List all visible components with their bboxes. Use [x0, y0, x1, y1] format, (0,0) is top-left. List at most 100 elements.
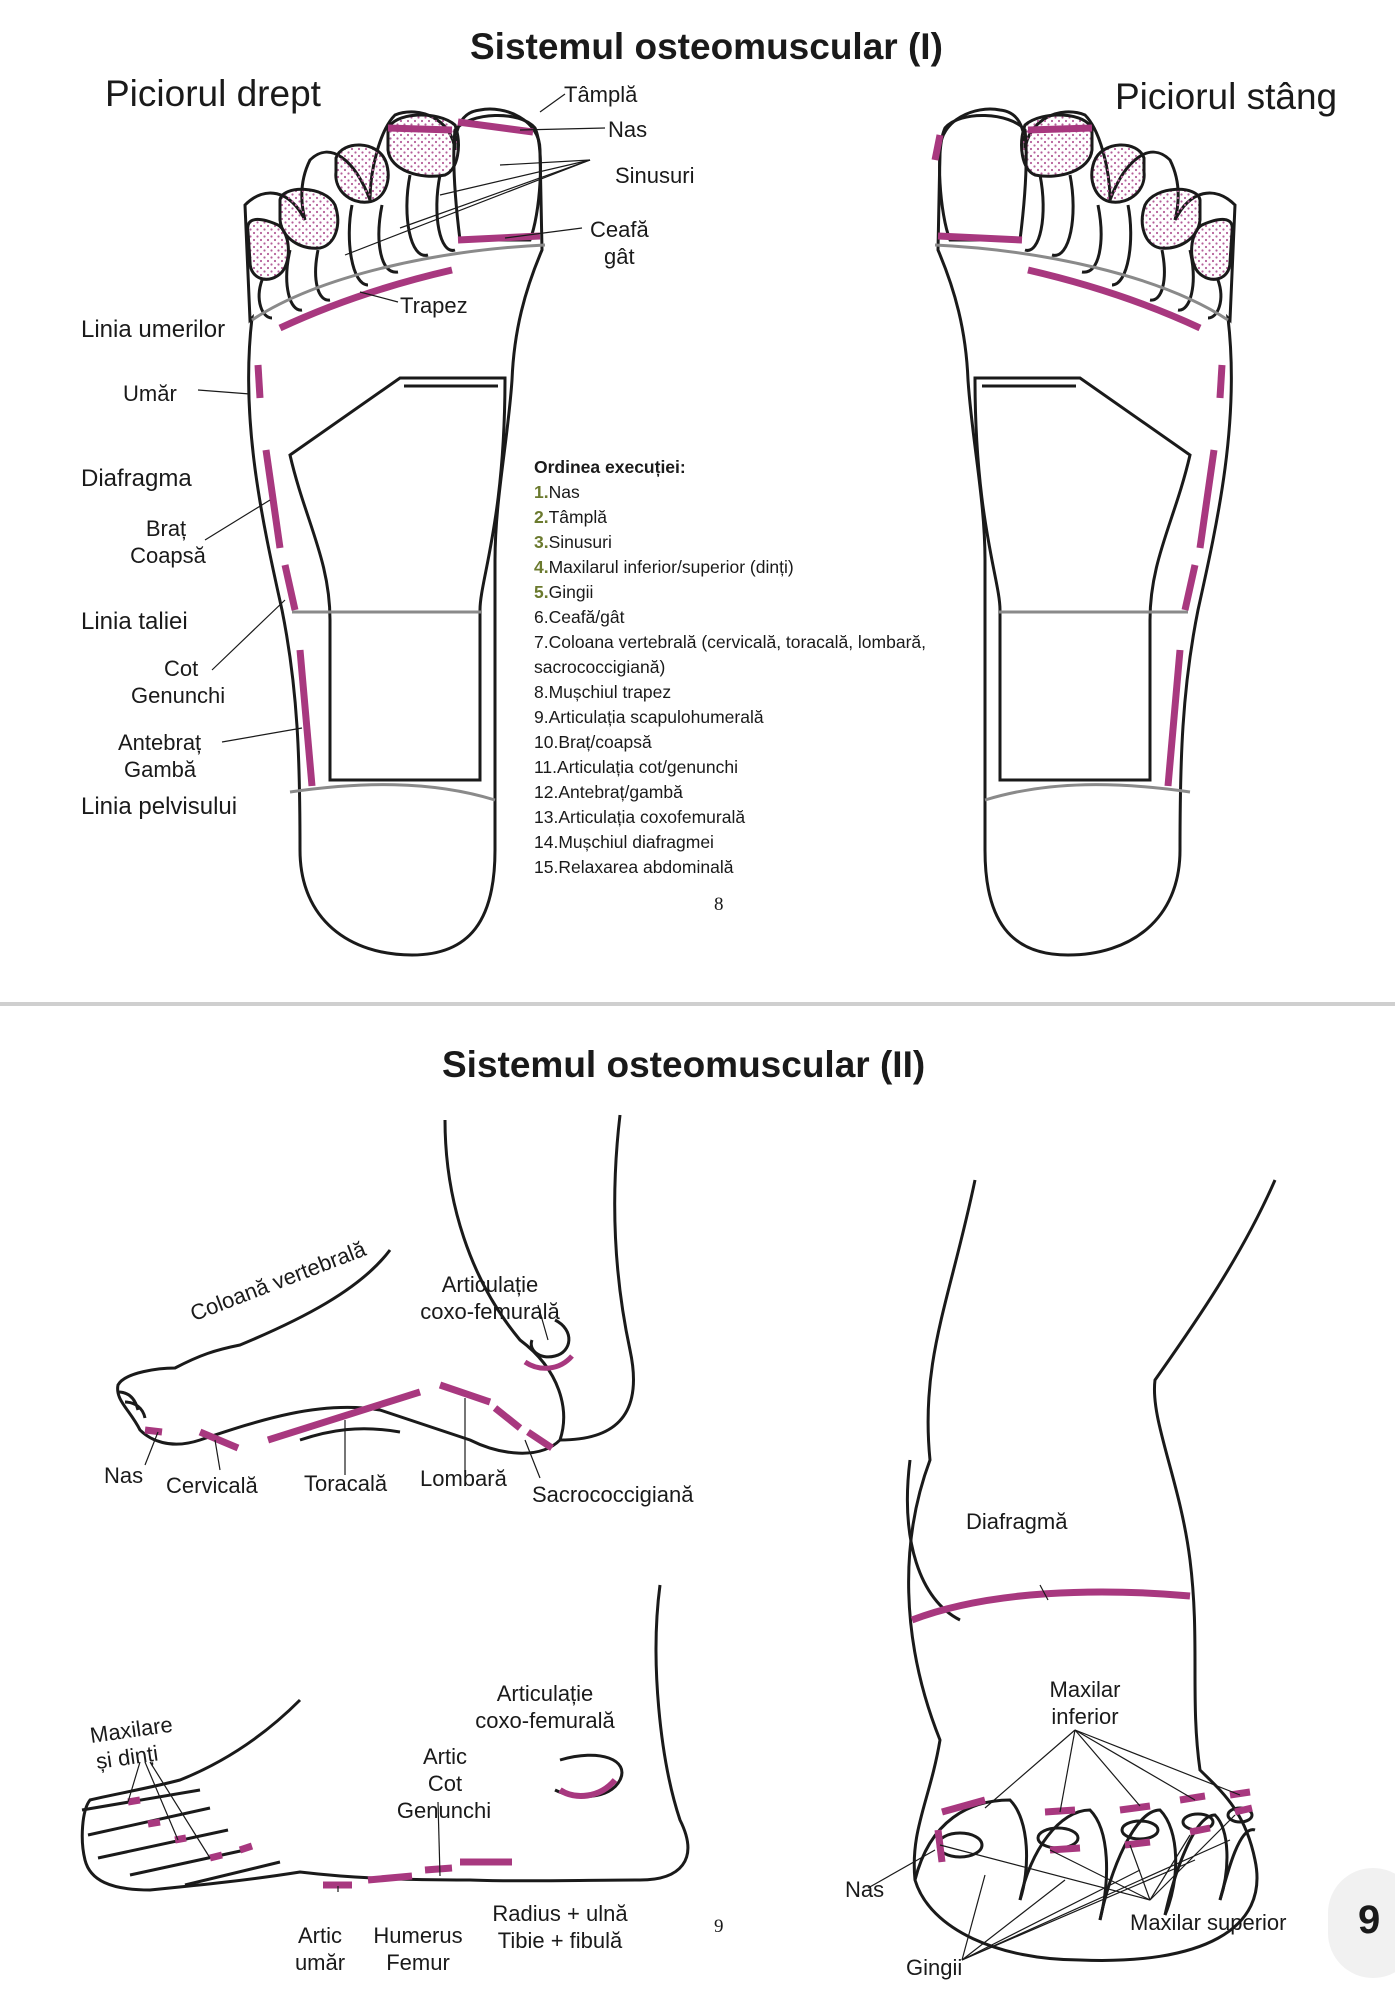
- label-artic-cot: Artic: [423, 1744, 467, 1769]
- label-nas-front: Nas: [845, 1877, 885, 1902]
- legend-item: 3.Sinusuri: [534, 530, 926, 555]
- label-antebrat: Antebraț: [118, 730, 202, 755]
- label-linia-pelvisului: Linia pelvisului: [81, 793, 238, 820]
- bottom-leader-lines: [127, 1304, 1241, 1961]
- legend-item-text: 14.Mușchiul diafragmei: [534, 832, 714, 852]
- label-artic-umar-a: Artic: [298, 1923, 342, 1948]
- right-foot-zone-lines: [251, 243, 546, 802]
- label-genunchi: Genunchi: [131, 683, 226, 708]
- legend-item: 5.Gingii: [534, 580, 926, 605]
- side-foot-upper: [116, 1114, 635, 1455]
- label-coapsa: Coapsă: [130, 543, 206, 568]
- legend-item-text: Nas: [548, 482, 580, 502]
- legend-item-number: 2.: [534, 507, 549, 527]
- label-diafragma: Diafragma: [81, 465, 192, 492]
- label-lombara: Lombară: [420, 1466, 507, 1491]
- legend-title: Ordinea execuției:: [534, 457, 686, 477]
- legend-item-text: Maxilarul inferior/superior (dinți): [548, 557, 794, 577]
- legend-item: 8.Mușchiul trapez: [534, 680, 926, 705]
- front-foot-reflex-marks: [910, 1588, 1253, 1863]
- left-foot-zone-lines: [934, 243, 1229, 802]
- left-foot-label: Piciorul stâng: [1115, 76, 1338, 117]
- label-linia-taliei: Linia taliei: [81, 608, 188, 635]
- page-number-8: 8: [714, 894, 724, 915]
- label-artic-umar-b: umăr: [294, 1950, 346, 1975]
- label-maxilar-superior: Maxilar superior: [1130, 1910, 1287, 1935]
- legend-item-text: 15.Relaxarea abdominală: [534, 857, 734, 877]
- legend-item-text: Gingii: [548, 582, 594, 602]
- label-cot: Cot: [164, 656, 199, 681]
- legend-item: 12.Antebraț/gambă: [534, 780, 926, 805]
- legend-item: 2.Tâmplă: [534, 505, 926, 530]
- label-cervicala: Cervicală: [166, 1473, 258, 1498]
- label-toracala: Toracală: [304, 1471, 388, 1496]
- label-ceafa: Ceafă: [590, 217, 649, 242]
- legend-item-number: 5.: [534, 582, 549, 602]
- label-brat: Braț: [145, 516, 187, 541]
- left-foot-reflex-marks: [931, 124, 1226, 787]
- label-articulatie-1: Articulație: [441, 1272, 539, 1297]
- label-diafragma-front: Diafragmă: [966, 1509, 1068, 1534]
- legend-item: 6.Ceafă/gât: [534, 605, 926, 630]
- label-maxilar: Maxilar: [1049, 1677, 1121, 1702]
- label-tampla: Tâmplă: [564, 82, 638, 107]
- front-foot: [906, 1179, 1277, 1962]
- label-trapez: Trapez: [400, 293, 468, 318]
- page-badge-number: 9: [1358, 1898, 1381, 1942]
- page-badge: 9: [1328, 1868, 1395, 1978]
- label-sinusuri: Sinusuri: [615, 163, 695, 188]
- label-cot-side: Cot: [427, 1771, 463, 1796]
- legend-item-text: Sinusuri: [548, 532, 612, 552]
- right-foot-label: Piciorul drept: [105, 73, 321, 114]
- legend-item-number: 3.: [534, 532, 549, 552]
- legend-item-number: 1.: [534, 482, 549, 502]
- label-articulatie-2: Articulație: [496, 1681, 594, 1706]
- side-foot-upper-reflex-marks: [144, 1354, 574, 1452]
- page-number-9: 9: [714, 1916, 724, 1937]
- label-gamba: Gambă: [124, 757, 197, 782]
- label-radius-ulna: Radius + ulnă: [492, 1901, 628, 1926]
- legend-item-number: 4.: [534, 557, 549, 577]
- label-sacrococcigiana: Sacrococcigiană: [532, 1482, 694, 1507]
- legend-item-text: 9.Articulația scapulohumerală: [534, 707, 764, 727]
- legend-item-text: sacrococcigiană): [534, 657, 666, 677]
- legend-item: 11.Articulația cot/genunchi: [534, 755, 926, 780]
- legend-item-text: 12.Antebraț/gambă: [534, 782, 683, 802]
- legend-item-text: 13.Articulația coxofemurală: [534, 807, 746, 827]
- legend-item: 9.Articulația scapulohumerală: [534, 705, 926, 730]
- label-coxo-femurala-1: coxo-femurală: [420, 1299, 560, 1324]
- legend-item: 4.Maxilarul inferior/superior (dinți): [534, 555, 926, 580]
- legend-item: 14.Mușchiul diafragmei: [534, 830, 926, 855]
- page-divider: [0, 1002, 1395, 1006]
- label-inferior: inferior: [1051, 1704, 1119, 1729]
- legend-item: 13.Articulația coxofemurală: [534, 805, 926, 830]
- label-tibie-fibula: Tibie + fibulă: [497, 1928, 623, 1953]
- label-gat: gât: [604, 244, 635, 269]
- label-coxo-femurala-2: coxo-femurală: [475, 1708, 615, 1733]
- label-linia-umerilor: Linia umerilor: [81, 316, 226, 343]
- legend-item-text: Tâmplă: [548, 507, 607, 527]
- label-nas: Nas: [608, 117, 648, 142]
- top-title: Sistemul osteomuscular (I): [470, 26, 943, 67]
- legend-item: 15.Relaxarea abdominală: [534, 855, 926, 880]
- legend-item-text: 11.Articulația cot/genunchi: [534, 757, 738, 777]
- label-umar: Umăr: [123, 381, 177, 406]
- side-foot-lower: [80, 1584, 690, 1892]
- legend-item-text: 8.Mușchiul trapez: [534, 682, 672, 702]
- top-leader-lines: [197, 93, 606, 743]
- side-foot-lower-reflex-marks: [127, 1777, 618, 1889]
- left-foot-sole: [936, 107, 1237, 957]
- label-femur: Femur: [386, 1950, 450, 1975]
- legend-item: 1.Nas: [534, 480, 926, 505]
- label-genunchi-side: Genunchi: [396, 1798, 492, 1823]
- label-nas-side: Nas: [104, 1463, 144, 1488]
- legend-item-text: 6.Ceafă/gât: [534, 607, 625, 627]
- bottom-title: Sistemul osteomuscular (II): [442, 1044, 926, 1085]
- legend-item: sacrococcigiană): [534, 655, 926, 680]
- label-humerus: Humerus: [373, 1923, 463, 1948]
- legend-item: 7.Coloana vertebrală (cervicală, toracal…: [534, 630, 926, 655]
- legend-item-text: 10.Braț/coapsă: [534, 732, 652, 752]
